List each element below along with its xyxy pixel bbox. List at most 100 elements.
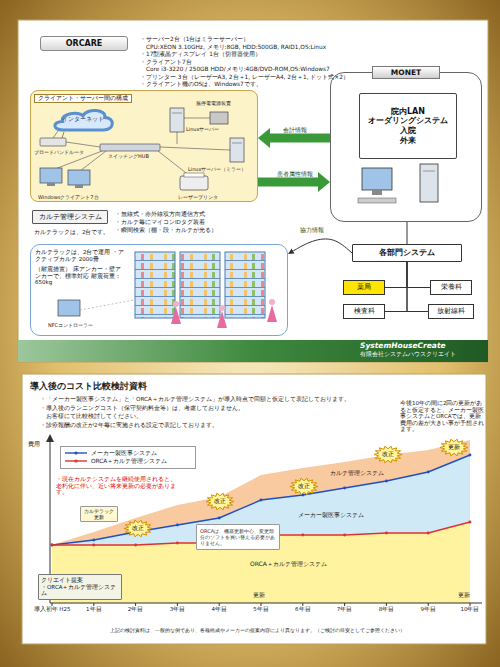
node-title: ORCAは、機器更新中心、変更部分のソフトを買い替える必要がありません。	[200, 528, 276, 546]
network-wire	[158, 151, 190, 176]
burst-outline	[290, 478, 318, 495]
burst-outline	[206, 493, 234, 510]
monitor-stand	[47, 183, 55, 186]
feature-bullet: ・無線式・赤外線双方向通信方式	[115, 211, 285, 218]
company-logo: SystemHouseCreate	[360, 341, 484, 350]
person-figure	[267, 305, 277, 322]
monet-panel: MONET院内LANオーダリングシステム入院外来	[330, 72, 482, 222]
config-panel: クライアント・サーバー間の構成インターネット	[30, 90, 258, 202]
note-bullet: ・「メーカー製医事システム」と「ORCA＋カルテ管理システム」が導入時点で同額と…	[40, 396, 400, 403]
karte-rack	[180, 252, 220, 318]
server-slot	[423, 171, 435, 172]
node-title: 放射線科	[437, 307, 465, 315]
device-label: スイッチングHUB	[108, 153, 168, 159]
node-text: ・ORCA＋カルテ管理システム	[41, 584, 119, 597]
company-name: 有限会社システムハウスクリエイト	[360, 351, 484, 358]
axis-label: 9年目	[408, 606, 448, 613]
spec-line: ・クライアント7台	[140, 59, 485, 66]
axis-label: 10年目	[450, 606, 490, 613]
ups-icon	[210, 112, 228, 124]
server-tower-icon	[170, 108, 184, 132]
node-text: 外来	[368, 136, 448, 146]
axis-label: 2年目	[116, 606, 156, 613]
device-label: Linuxサーバー（ミラー）	[188, 166, 256, 172]
department-box: 各部門システム	[352, 244, 462, 262]
legend-row: メーカー製医事システム	[65, 450, 191, 457]
server-slot	[232, 143, 242, 144]
node-title: 検査科	[354, 307, 375, 315]
legend-line	[65, 461, 87, 462]
node-title: 改正	[214, 498, 226, 505]
slide-title: 導入後のコスト比較検討資料	[30, 381, 330, 392]
data-point	[92, 544, 95, 547]
area-label: メーカー製医事システム	[298, 512, 378, 519]
legend-line-sample	[65, 458, 87, 464]
monet-server-icon	[420, 164, 438, 202]
data-point	[134, 544, 137, 547]
karte-rack	[135, 252, 175, 318]
network-wire	[160, 147, 230, 150]
spec-line: Core i3-3220 / 250GB HDD/メモリ:4GB/DVD-ROM…	[146, 66, 486, 73]
node-title: 改正	[298, 483, 310, 490]
revision-burst: 改正	[290, 478, 318, 495]
area-label: カルテ管理システム	[330, 470, 390, 477]
connector	[407, 222, 408, 244]
nfc-controller-icon	[58, 300, 80, 316]
spec-line: CPU:XEON 3.10GHz, メモリ:8GB, HDD:500GB, RA…	[146, 44, 486, 51]
system-name-tab: ORCARE	[40, 36, 128, 51]
update-mark: 更新	[458, 592, 478, 599]
network-wire	[177, 132, 178, 144]
monitor-stand	[75, 185, 83, 188]
device-label: Linuxサーバー	[186, 126, 236, 132]
node-text: （耐震措置） 床アンカー・壁アンカーで、標準対応 耐震荷重：650kg	[35, 266, 125, 286]
proposal-box: クリエイト提案・ORCA＋カルテ管理システム	[38, 574, 122, 600]
burst-outline	[374, 446, 402, 463]
client-monitor-icon	[68, 170, 90, 185]
connector-label: 患者属性情報	[272, 170, 318, 177]
client-monitor-icon	[40, 168, 62, 183]
rack-update-box: カルテラック 更新	[80, 506, 118, 522]
device-label: NFCコントローラー	[48, 322, 108, 328]
department-item: 放射線科	[428, 304, 474, 319]
axis-arrow	[46, 434, 54, 442]
axis-label: 3年目	[157, 606, 197, 613]
note-bullet: お客様にて比較検討してください。	[46, 413, 346, 420]
data-point	[385, 480, 388, 483]
person-figure	[219, 305, 225, 311]
internet-cloud: インターネット	[51, 106, 115, 132]
footnote: 上記の検討資料は、一般的な例であり、各種構成やメーカーの提案内容により異なります…	[110, 627, 482, 633]
node-title: 栄養科	[441, 283, 462, 291]
data-point	[92, 539, 95, 542]
node-title: ORCARE	[66, 39, 103, 49]
legend-dot	[74, 460, 77, 463]
revision-burst: 改正	[206, 493, 234, 510]
warning-note: ・現在カルテシステムを継続使用されると、老朽化に伴い、近い将来更新の必要がありま…	[56, 476, 181, 496]
area-label: ORCA＋カルテ管理システム	[250, 560, 350, 567]
spec-line: ・サーバー2台（1台はミラーサーバー）	[140, 36, 485, 43]
keyboard-icon	[358, 198, 396, 203]
node-title: カルテ管理システム	[39, 213, 102, 221]
node-title: 薬局	[357, 283, 371, 291]
power-wire	[184, 118, 210, 119]
revision-burst: 改正	[124, 520, 152, 537]
network-wire	[53, 131, 58, 138]
data-point	[176, 524, 179, 527]
burst-outline	[124, 520, 152, 537]
data-point	[51, 544, 54, 547]
rack-cable	[80, 300, 134, 310]
mirror-server-icon	[230, 138, 244, 162]
connector-label: 協力情報	[296, 226, 328, 233]
node-title: クリエイト提案	[41, 577, 119, 584]
ordering-system-box: 院内LANオーダリングシステム入院外来	[359, 93, 457, 159]
department-item: 検査科	[343, 304, 385, 319]
node-title: インターネット	[62, 115, 104, 122]
axis-label: 1年目	[74, 606, 114, 613]
connector	[385, 262, 407, 312]
department-item: 薬局	[343, 280, 385, 295]
device-label: Windowsクライアント7台	[38, 194, 108, 200]
monitor-stand	[372, 190, 382, 195]
person-figure	[269, 299, 275, 305]
legend-text: メーカー製医事システム	[91, 450, 157, 457]
data-point	[301, 534, 304, 537]
burst-outline	[440, 439, 468, 456]
